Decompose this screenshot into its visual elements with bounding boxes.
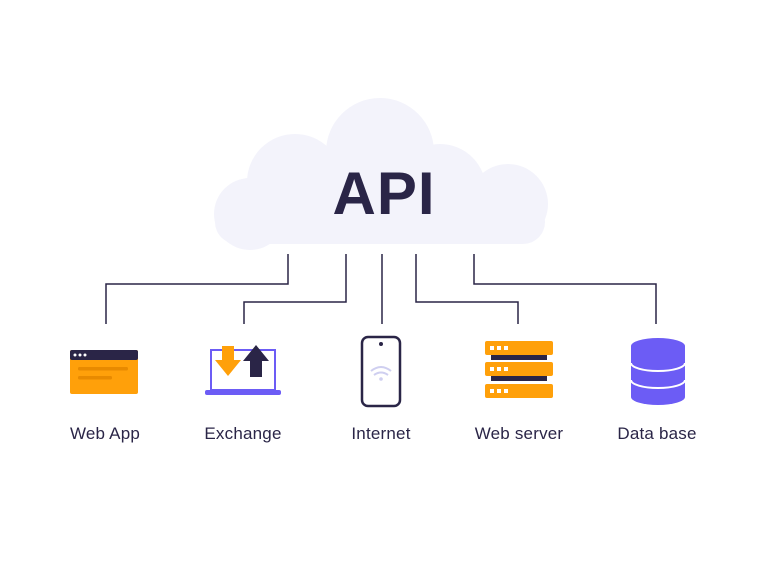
browser-window-icon bbox=[70, 350, 138, 394]
connector-lines bbox=[105, 254, 657, 324]
node-label-exchange: Exchange bbox=[204, 424, 282, 443]
phone-wifi-icon bbox=[360, 335, 402, 408]
api-title: API bbox=[332, 160, 436, 227]
laptop-transfer-icon bbox=[205, 345, 281, 395]
connector-exchange bbox=[243, 254, 347, 324]
connector-web-server bbox=[415, 254, 519, 324]
node-label-internet: Internet bbox=[351, 424, 411, 443]
node-label-data-base: Data base bbox=[617, 424, 697, 443]
database-icon bbox=[630, 338, 686, 405]
node-label-web-server: Web server bbox=[474, 424, 564, 443]
connector-web-app bbox=[105, 254, 289, 324]
node-label-web-app: Web App bbox=[69, 424, 141, 443]
connector-data-base bbox=[473, 254, 657, 324]
server-stack-icon bbox=[485, 341, 553, 398]
cloud-shape bbox=[214, 98, 548, 250]
